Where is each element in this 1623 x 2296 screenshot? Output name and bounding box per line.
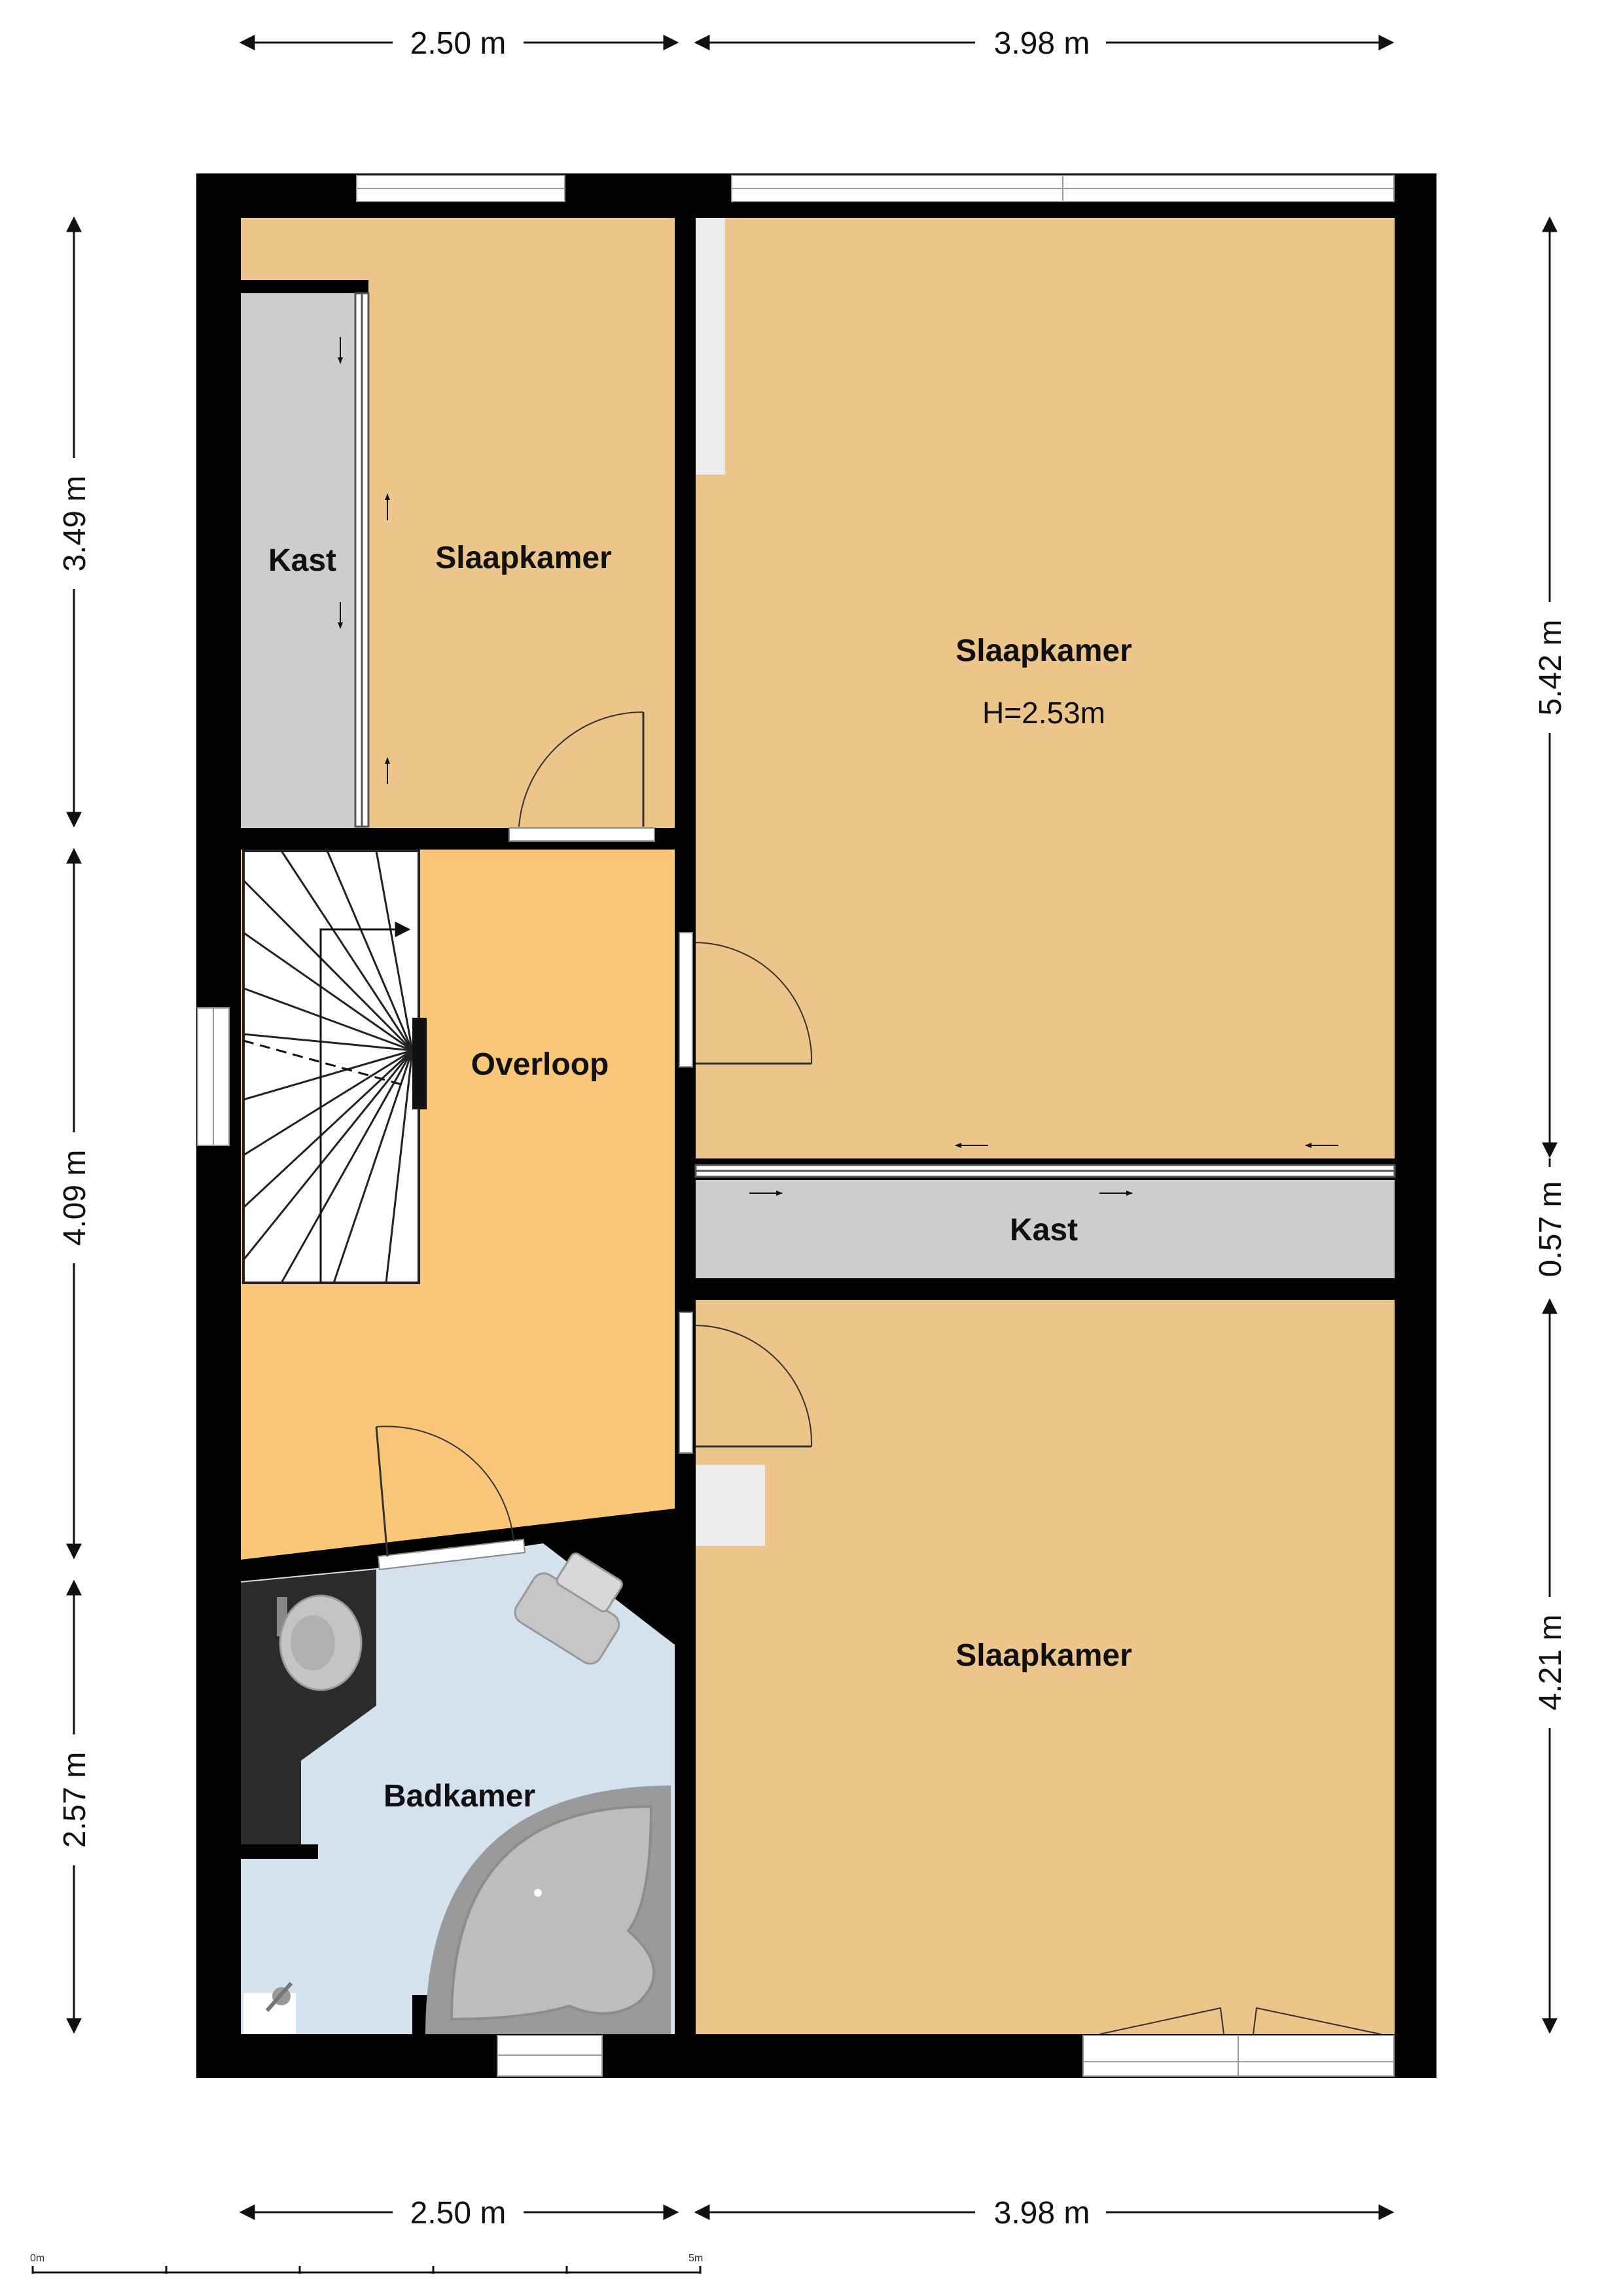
dimension-top-right-text: 3.98 m <box>994 26 1090 61</box>
wall-closet-bottom <box>696 1278 1395 1300</box>
scale-bar-end: 5m <box>688 2253 703 2264</box>
door-bathroom[interactable] <box>375 1426 526 1571</box>
closet-left-sliding-doors <box>354 292 370 828</box>
scale-bar-start: 0m <box>30 2253 45 2264</box>
wall-bath-divider <box>241 1844 318 1859</box>
closet-middle-arrows <box>749 1143 1338 1196</box>
dimension-left-3-text: 2.57 m <box>58 1752 92 1848</box>
staircase-icon <box>242 850 427 1284</box>
dimension-left-1: 3.49 m <box>58 216 92 828</box>
dimension-bottom-left: 2.50 m <box>239 2196 679 2231</box>
room-label-overloop: Overloop <box>471 1047 609 1082</box>
door-main-bedroom[interactable] <box>679 932 813 1067</box>
kast-left-floor <box>241 293 361 828</box>
dimension-right-2: 0.57 m <box>1533 1158 1568 1277</box>
room-height-label: H=2.53m <box>982 696 1105 730</box>
window-bottom-right <box>1082 2007 1395 2077</box>
door-small-bedroom[interactable] <box>508 711 655 842</box>
sink-icon <box>277 1594 363 1691</box>
room-label-kast-middle: Kast <box>1010 1213 1078 1247</box>
window-top-left <box>356 175 565 202</box>
dimension-left-3: 2.57 m <box>58 1579 92 2034</box>
window-left-landing <box>197 1007 230 1146</box>
window-top-right <box>731 175 1395 202</box>
dimension-bottom-right: 3.98 m <box>694 2196 1395 2231</box>
faucet-icon <box>243 1982 296 2034</box>
dimension-top-left: 2.50 m <box>239 26 679 61</box>
closet-middle-sliding-doors <box>694 1164 1396 1178</box>
slaapkamer-bottom-floor <box>696 1300 1395 2034</box>
toilet-icon <box>514 1552 623 1665</box>
dimension-top-right: 3.98 m <box>694 26 1395 61</box>
dimension-left-2: 4.09 m <box>58 848 92 1560</box>
scale-bar: 0m 5m <box>30 2253 703 2274</box>
room-label-slaapkamer-bottom: Slaapkamer <box>955 1638 1132 1673</box>
dimension-left-2-text: 4.09 m <box>58 1150 92 1246</box>
door-bottom-bedroom[interactable] <box>679 1312 813 1454</box>
dimension-right-3-text: 4.21 m <box>1533 1615 1568 1711</box>
wall-closet-left-top <box>241 280 368 293</box>
slaapkamer-main-floor <box>696 218 1395 1158</box>
window-bottom-bath <box>497 2035 603 2077</box>
room-label-kast-left: Kast <box>268 543 336 578</box>
kast-middle-floor <box>696 1180 1395 1278</box>
room-label-badkamer: Badkamer <box>383 1779 535 1814</box>
chimney-box <box>696 1465 765 1546</box>
closet-left-arrows <box>338 337 390 784</box>
wall-landing-bath <box>241 1509 675 1581</box>
dimension-left-1-text: 3.49 m <box>58 476 92 572</box>
dimension-top-left-text: 2.50 m <box>410 26 507 61</box>
dimension-bottom-left-text: 2.50 m <box>410 2196 507 2231</box>
dimension-right-1-text: 5.42 m <box>1533 620 1568 716</box>
dimension-right-1: 5.42 m <box>1533 216 1568 1158</box>
corner-bathtub-icon <box>425 1785 671 2034</box>
room-label-slaapkamer-small: Slaapkamer <box>435 541 612 575</box>
dimension-bottom-right-text: 3.98 m <box>994 2196 1090 2231</box>
wardrobe-panel <box>696 218 725 475</box>
room-label-slaapkamer-main: Slaapkamer <box>955 634 1132 668</box>
wall-vertical-center <box>675 218 696 2034</box>
dimension-right-3: 4.21 m <box>1533 1298 1568 2034</box>
dimension-right-2-text: 0.57 m <box>1533 1181 1568 1278</box>
